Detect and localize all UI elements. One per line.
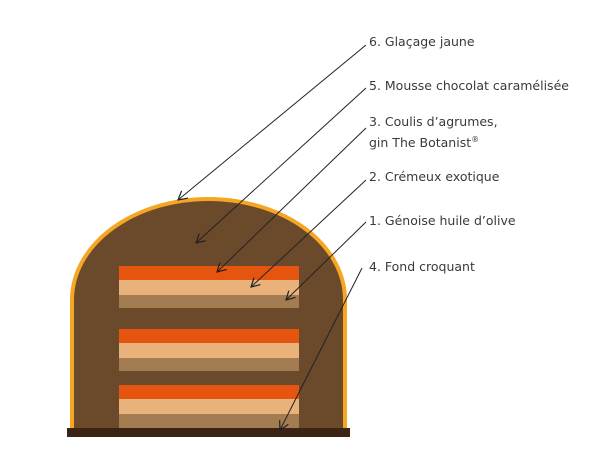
label-mousse: 5. Mousse chocolat caramélisée bbox=[369, 78, 569, 93]
arrow-2 bbox=[251, 179, 367, 287]
insert-3 bbox=[119, 385, 299, 428]
arrow-6 bbox=[178, 44, 367, 200]
arrow-5 bbox=[196, 87, 367, 243]
label-coulis-line2: gin The Botanist® bbox=[369, 131, 498, 152]
label-cremeux: 2. Crémeux exotique bbox=[369, 169, 500, 184]
label-coulis: 3. Coulis d’agrumes, gin The Botanist® bbox=[369, 113, 498, 152]
arrow-4 bbox=[280, 267, 363, 430]
mousse-layer bbox=[74, 201, 343, 430]
insert-1 bbox=[119, 266, 299, 308]
label-glacage: 6. Glaçage jaune bbox=[369, 34, 475, 49]
arrow-1 bbox=[286, 221, 367, 300]
label-genoise: 1. Génoise huile d’olive bbox=[369, 213, 516, 228]
label-fond: 4. Fond croquant bbox=[369, 259, 475, 274]
label-coulis-line1: 3. Coulis d’agrumes, bbox=[369, 114, 498, 129]
arrow-3 bbox=[217, 127, 367, 272]
base-layer bbox=[67, 428, 350, 437]
insert-2 bbox=[119, 329, 299, 371]
label-coulis-text: gin The Botanist bbox=[369, 135, 472, 151]
registered-mark: ® bbox=[471, 135, 480, 144]
